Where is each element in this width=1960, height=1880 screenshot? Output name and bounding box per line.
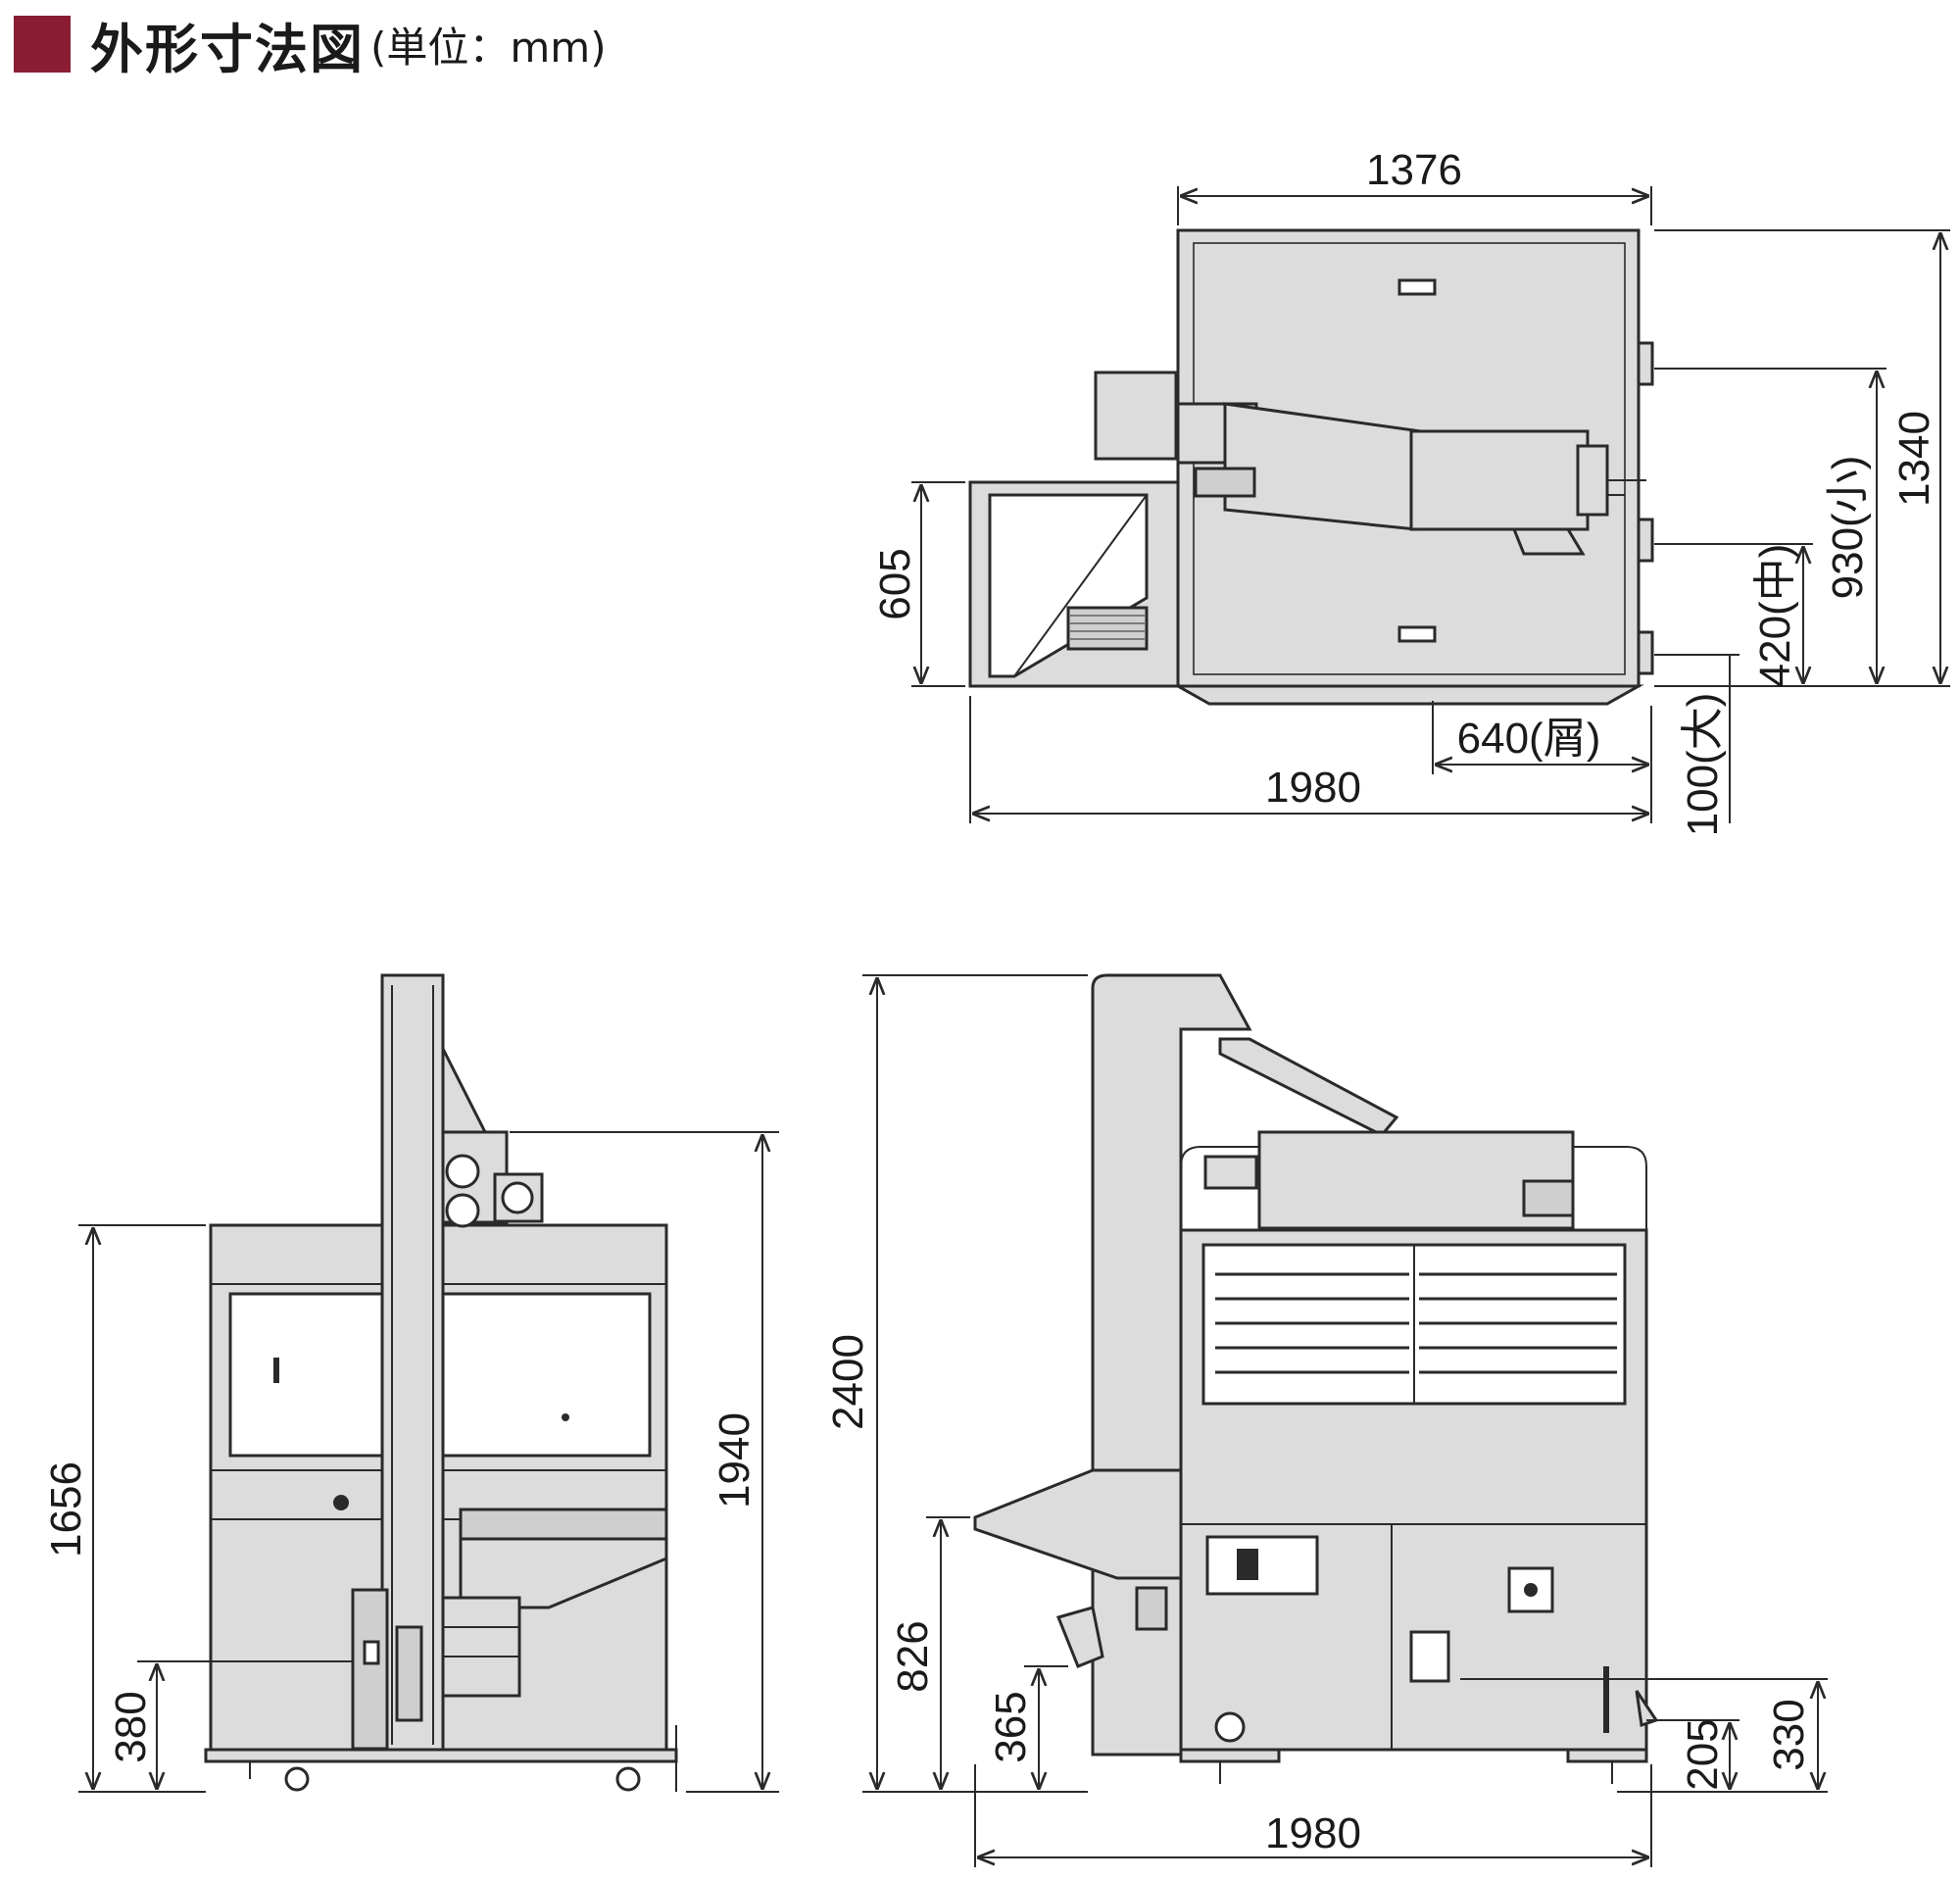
front-hopper bbox=[973, 1468, 1183, 1580]
dim-front-width-total: 1980 bbox=[1265, 1809, 1361, 1857]
dim-front-height-hopper: 826 bbox=[889, 1620, 937, 1692]
dim-outlet-large: 100(大) bbox=[1679, 693, 1727, 837]
dim-outlet-waste: 640(屑) bbox=[1457, 715, 1601, 763]
top-view: 1376 1980 640(屑) 1340 930(小) 420(中) 100(… bbox=[871, 146, 1950, 836]
dim-side-height-total: 1656 bbox=[42, 1461, 90, 1558]
dim-width-top: 1376 bbox=[1366, 146, 1462, 194]
dim-outlet-small: 930(小) bbox=[1824, 456, 1872, 600]
unit-note: (単位：mm) bbox=[370, 23, 607, 72]
dim-side-height-outlet: 380 bbox=[107, 1691, 155, 1762]
dim-front-height-outlet-c: 330 bbox=[1765, 1699, 1813, 1770]
section-title: 外形寸法図 bbox=[90, 18, 365, 80]
dim-hopper-depth: 605 bbox=[871, 548, 919, 619]
dim-front-height-total: 2400 bbox=[824, 1334, 872, 1430]
header-marker-icon bbox=[14, 16, 71, 73]
dim-width-total: 1980 bbox=[1265, 764, 1361, 812]
dim-outlet-medium: 420(中) bbox=[1751, 544, 1799, 688]
dim-depth-total: 1340 bbox=[1890, 411, 1938, 507]
side-view: 1656 1940 380 bbox=[42, 973, 779, 1793]
dim-front-height-outlet-a: 365 bbox=[987, 1691, 1035, 1762]
dim-side-height-elevator: 1940 bbox=[710, 1412, 759, 1509]
front-view: 2400 826 365 205 330 1980 bbox=[824, 973, 1828, 1867]
dim-front-height-outlet-b: 205 bbox=[1679, 1718, 1727, 1790]
section-header: 外形寸法図 (単位：mm) bbox=[14, 14, 607, 80]
